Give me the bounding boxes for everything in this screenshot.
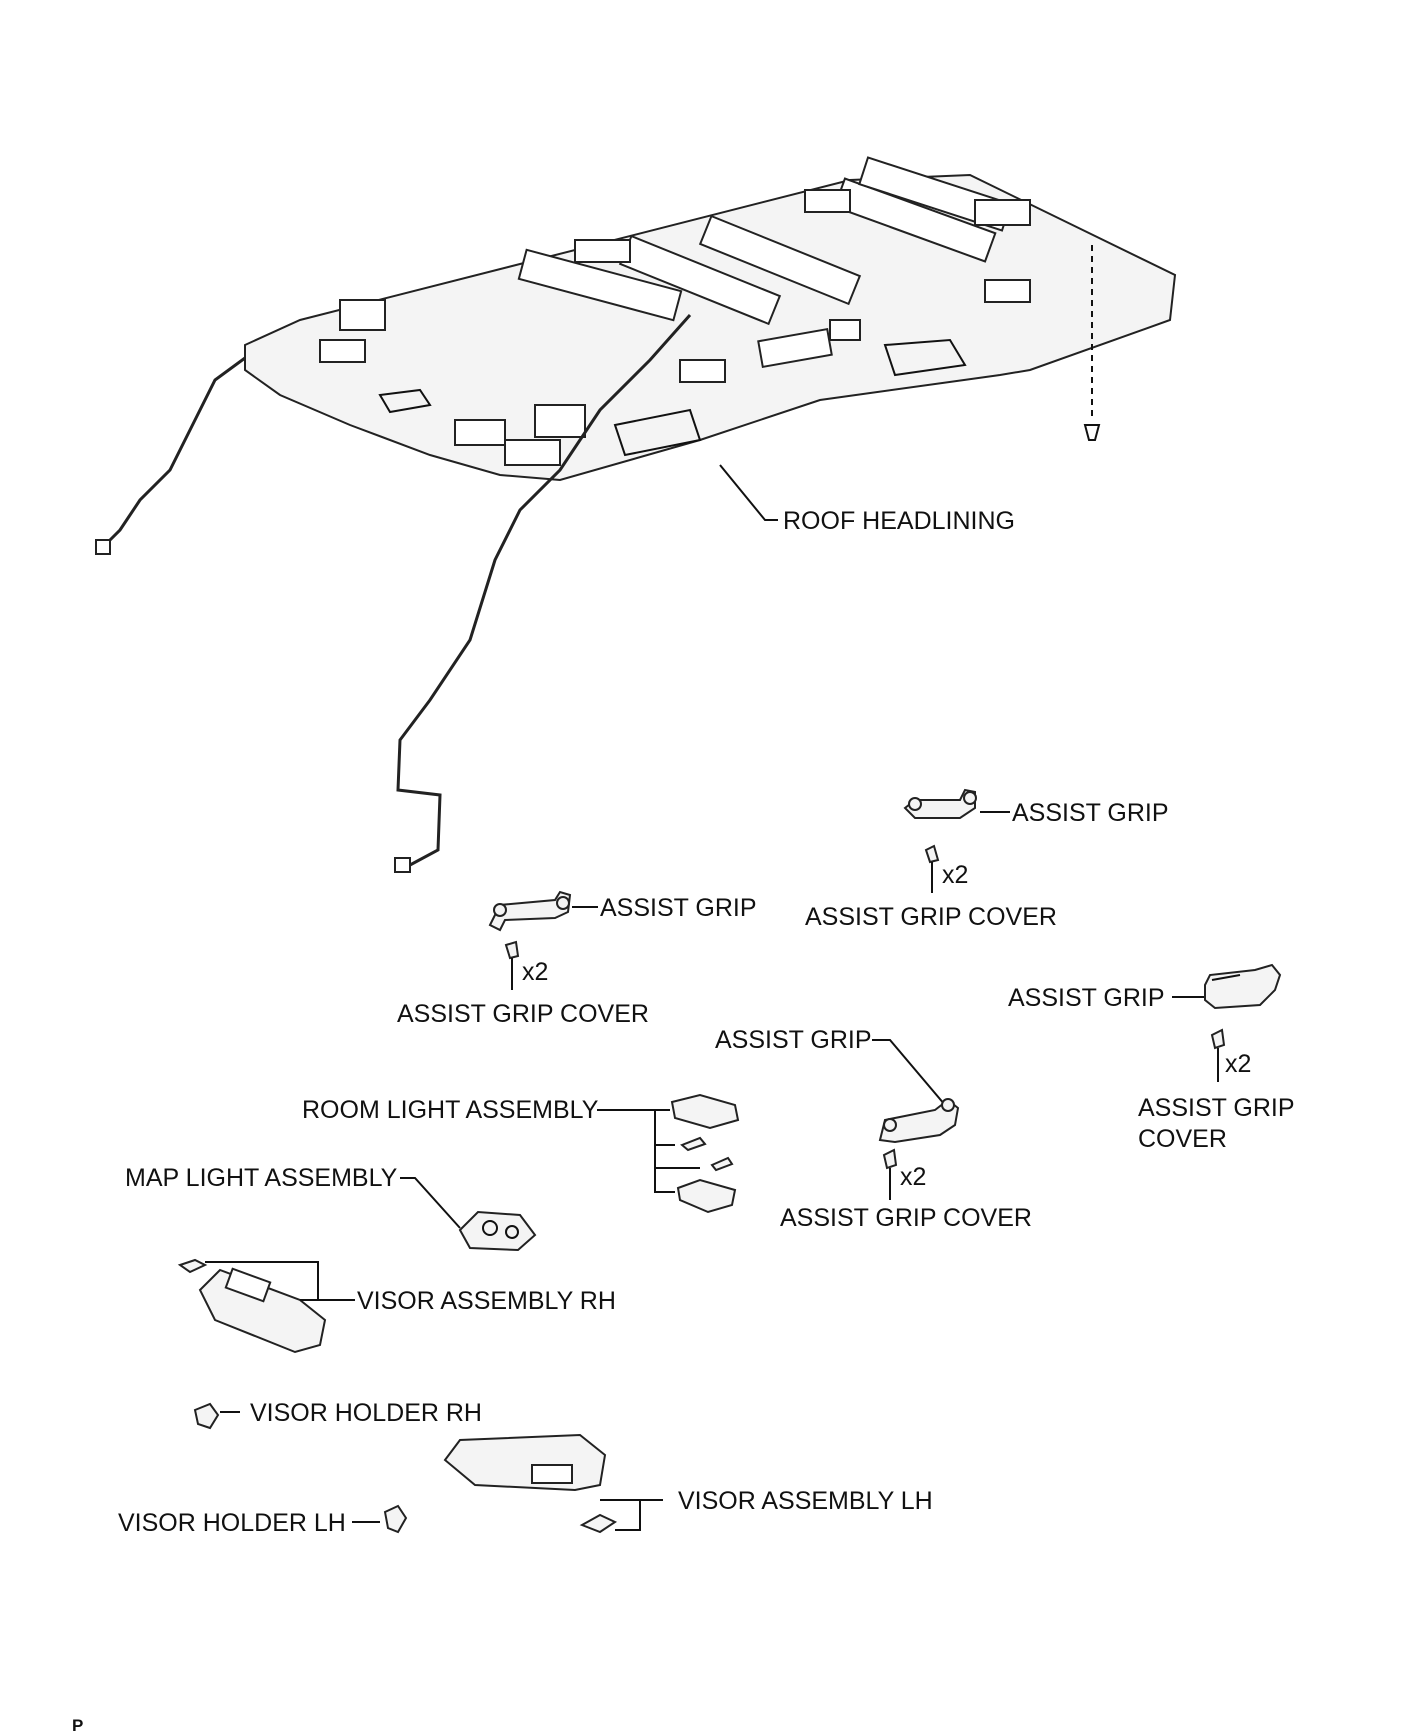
assist-grip-cover-2	[504, 940, 520, 960]
assist-grip-cover-4-qty: x2	[900, 1163, 926, 1191]
visor-assembly-rh-label: VISOR ASSEMBLY RH	[357, 1287, 616, 1315]
map-light-assembly-label: MAP LIGHT ASSEMBLY	[125, 1164, 398, 1192]
assist-grip-2-label: ASSIST GRIP	[600, 894, 757, 922]
assist-grip-cover-1-qty: x2	[942, 861, 968, 889]
assist-grip-cover-3-label-line1: ASSIST GRIP	[1138, 1094, 1295, 1122]
visor-holder-lh	[383, 1504, 408, 1534]
footer-mark: P	[72, 1716, 83, 1734]
map-light-assembly	[458, 1210, 537, 1252]
assist-grip-cover-3-qty: x2	[1225, 1050, 1251, 1078]
assist-grip-3	[1204, 963, 1282, 1010]
assist-grip-cover-4	[882, 1148, 898, 1170]
assist-grip-cover-4-label: ASSIST GRIP COVER	[780, 1204, 1032, 1232]
assist-grip-1	[903, 788, 977, 819]
roof-wire-harness	[95, 314, 692, 873]
assist-grip-cover-3-label-line2: COVER	[1138, 1125, 1227, 1153]
assist-grip-4	[878, 1098, 960, 1144]
assist-grip-cover-2-label: ASSIST GRIP COVER	[397, 1000, 649, 1028]
visor-holder-rh	[193, 1402, 220, 1430]
assist-grip-cover-3	[1210, 1028, 1226, 1050]
assist-grip-cover-1-label: ASSIST GRIP COVER	[805, 903, 1057, 931]
assist-grip-cover-2-qty: x2	[522, 958, 548, 986]
visor-assembly-rh	[177, 1258, 327, 1354]
roof-headlining-label: ROOF HEADLINING	[783, 507, 1015, 535]
room-light-assembly	[670, 1093, 740, 1214]
visor-assembly-lh-label: VISOR ASSEMBLY LH	[678, 1487, 933, 1515]
visor-holder-lh-label: VISOR HOLDER LH	[118, 1509, 346, 1537]
assist-grip-2	[488, 890, 572, 932]
visor-assembly-lh	[443, 1433, 618, 1534]
visor-holder-rh-label: VISOR HOLDER RH	[250, 1399, 482, 1427]
assist-grip-4-label: ASSIST GRIP	[715, 1026, 872, 1054]
roof-headlining-part	[244, 156, 1177, 482]
assist-grip-1-label: ASSIST GRIP	[1012, 799, 1169, 827]
assist-grip-cover-1	[924, 844, 940, 864]
room-light-assembly-label: ROOM LIGHT ASSEMBLY	[302, 1096, 599, 1124]
assist-grip-3-label: ASSIST GRIP	[1008, 984, 1165, 1012]
